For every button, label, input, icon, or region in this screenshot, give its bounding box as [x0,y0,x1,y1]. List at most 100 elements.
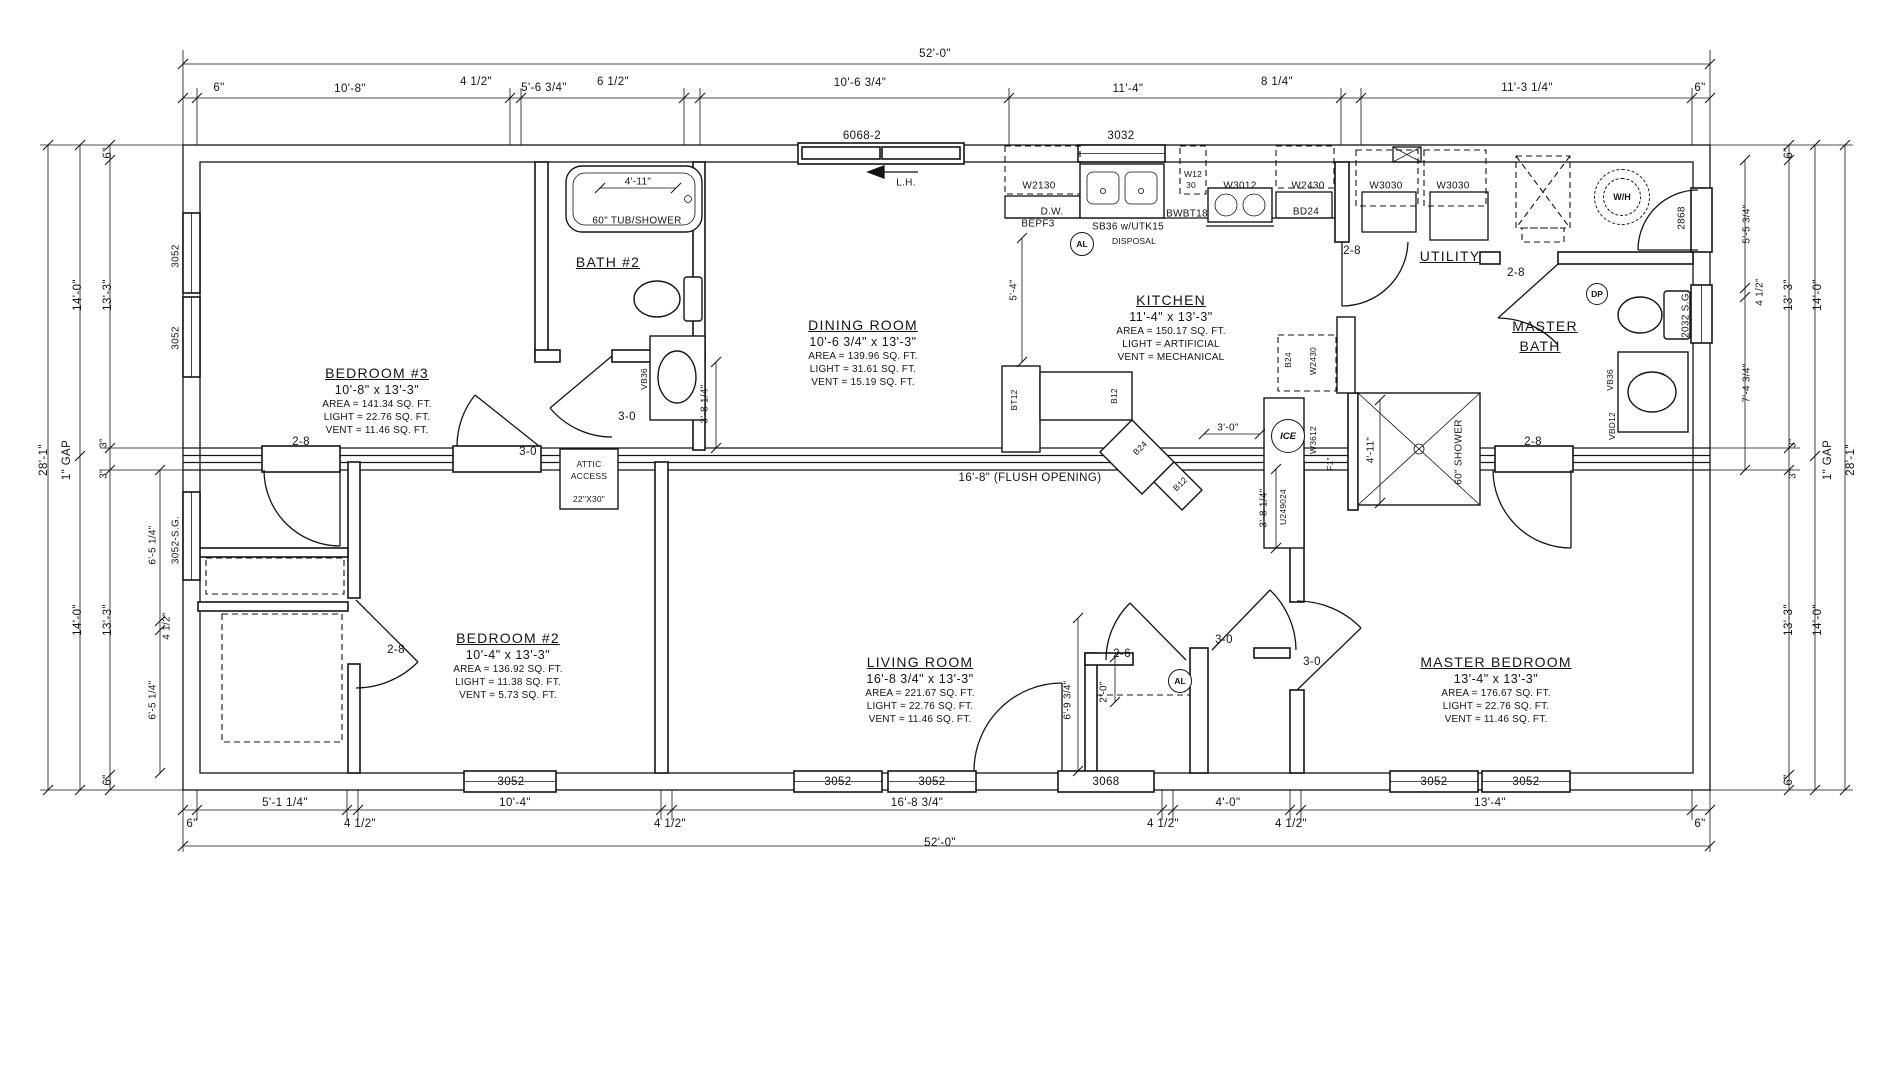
dim-label: 14'-0" [72,604,84,636]
door-2-8: 2-8 [1343,245,1361,257]
room-living: LIVING ROOM 16'-8 3/4" x 13'-3" AREA = 2… [865,653,975,726]
dim-label: 6" [1694,818,1706,830]
dim-label: 6" [1783,147,1795,159]
vanity-vb36: VB36 [639,368,649,390]
dim-label: 4 1/2" [1754,278,1766,306]
dim-label: 16'-8 3/4" [890,797,944,809]
room-area: AREA = 176.67 SQ. FT. [1441,688,1551,700]
dim-label: F1" [1325,457,1335,471]
door-2-8: 2-8 [292,436,310,448]
cabinet-w2130: W2130 [1022,180,1056,192]
window-3052: 3052 [824,776,852,788]
dim-label: 3" [98,469,110,479]
dim-label: 3'-0" [1217,422,1239,434]
dim-label: 11'-3 1/4" [1501,82,1553,94]
room-dims: 10'-4" x 13'-3" [465,648,551,663]
dim-label: 3'-8 1/4" [1258,488,1270,528]
toilet-tank [683,276,703,322]
upper-cab-w12-30 [1179,145,1207,195]
cabinet-bepf3: BEPF3 [1021,218,1055,230]
room-vent: VENT = 15.19 SQ. FT. [811,377,915,389]
vanity-vbd12: VBD12 [1607,412,1617,440]
dp-marker: DP [1586,283,1608,305]
dishwasher: D.W. [1040,206,1064,218]
dim-label: 6" [1694,82,1706,94]
room-dims: 11'-4" x 13'-3" [1129,310,1213,325]
water-heater-label: W/H [1603,178,1641,216]
door-3-0: 3-0 [519,446,537,458]
left-hand-note: L.H. [896,177,916,189]
kitchen-island [1001,365,1203,511]
door-6068-2: 6068-2 [842,130,882,142]
dim-label: 13'-3" [102,604,114,636]
bedroom3-door [456,394,540,447]
room-light: LIGHT = 22.76 SQ. FT. [866,701,974,713]
windows [182,144,1713,793]
dim-label: 5'-6 3/4" [521,82,567,94]
bath2-fixtures [565,165,706,421]
dim-label: 2'-0" [1098,681,1110,703]
dim-label: 13'-4" [1474,797,1506,809]
room-area: AREA = 150.17 SQ. FT. [1116,326,1226,338]
vanity-sink [1627,371,1677,413]
room-dims: 13'-4" x 13'-3" [1453,672,1539,687]
al-marker: AL [1070,232,1094,256]
room-master-bath: MASTER [1512,318,1578,334]
shower-label: 60" SHOWER [1453,419,1465,485]
mid-wall-right-door [1492,469,1572,549]
window-3032 [1077,144,1166,163]
dim-label: 5'-1 1/4" [262,797,308,809]
cabinet-b24: B24 [1283,352,1293,368]
cooktop-w3012 [1206,187,1274,227]
dim-label: 14'-0" [1812,279,1824,311]
room-light: LIGHT = ARTIFICIAL [1122,339,1220,351]
utility-appliances [1392,146,1571,243]
ice-maker: ICE [1271,419,1305,453]
rear-door-3068 [973,682,1063,772]
room-light: LIGHT = 22.76 SQ. FT. [1442,701,1550,713]
cabinet-b12: B12 [1109,388,1119,404]
room-name: DINING ROOM [808,317,918,333]
door-3068: 3068 [1092,776,1120,788]
dim-label: 13'-3" [102,279,114,311]
dim-label: 4 1/2" [1274,818,1308,830]
door-2-8: 2-8 [1524,436,1542,448]
room-vent: VENT = MECHANICAL [1117,352,1225,364]
room-name: LIVING ROOM [866,654,974,670]
dim-label: 6 1/2" [596,76,630,88]
window-3052: 3052 [1512,776,1540,788]
dim-label: 11'-4" [1112,83,1144,95]
closets-attic [205,448,1190,743]
cabinet-bt12: BT12 [1009,389,1019,411]
dim-overall-right: 28'-1" [1845,444,1857,476]
attic-access-box [559,448,619,510]
entry-door-6068-2 [801,146,961,179]
room-light: LIGHT = 31.61 SQ. FT. [809,364,917,376]
cabinet-w3030: W3030 [1369,180,1403,192]
tub [565,165,703,233]
upper-cab-w3030 [1355,149,1419,207]
room-vent: VENT = 11.46 SQ. FT. [868,714,972,726]
upper-cab-w2130 [1004,145,1081,195]
door-3-0: 3-0 [618,411,636,423]
dim-label: 4'-11" [624,176,652,188]
tub-faucet [684,195,692,203]
wardrobe-box [221,613,343,743]
door-2868: 2868 [1676,206,1688,230]
toilet-bowl [633,280,681,318]
living-closet-door [1105,602,1187,661]
window-3052 [182,296,201,378]
cabinet-w3012: W3012 [1223,180,1257,192]
dim-label: 3'-8 1/4" [699,384,711,424]
upper-cab-w3030 [1423,149,1487,207]
cabinet-w2430: W2430 [1291,180,1325,192]
window-3052-sg [182,491,201,581]
dim-label: BATH [1519,338,1561,354]
vent-box [1392,146,1422,163]
cabinet-sb36: SB36 w/UTK15 [1092,221,1164,233]
dim-label: 4 1/2" [653,818,687,830]
window-2032-sg [1690,284,1713,344]
master-bath-fixtures [1617,290,1691,433]
